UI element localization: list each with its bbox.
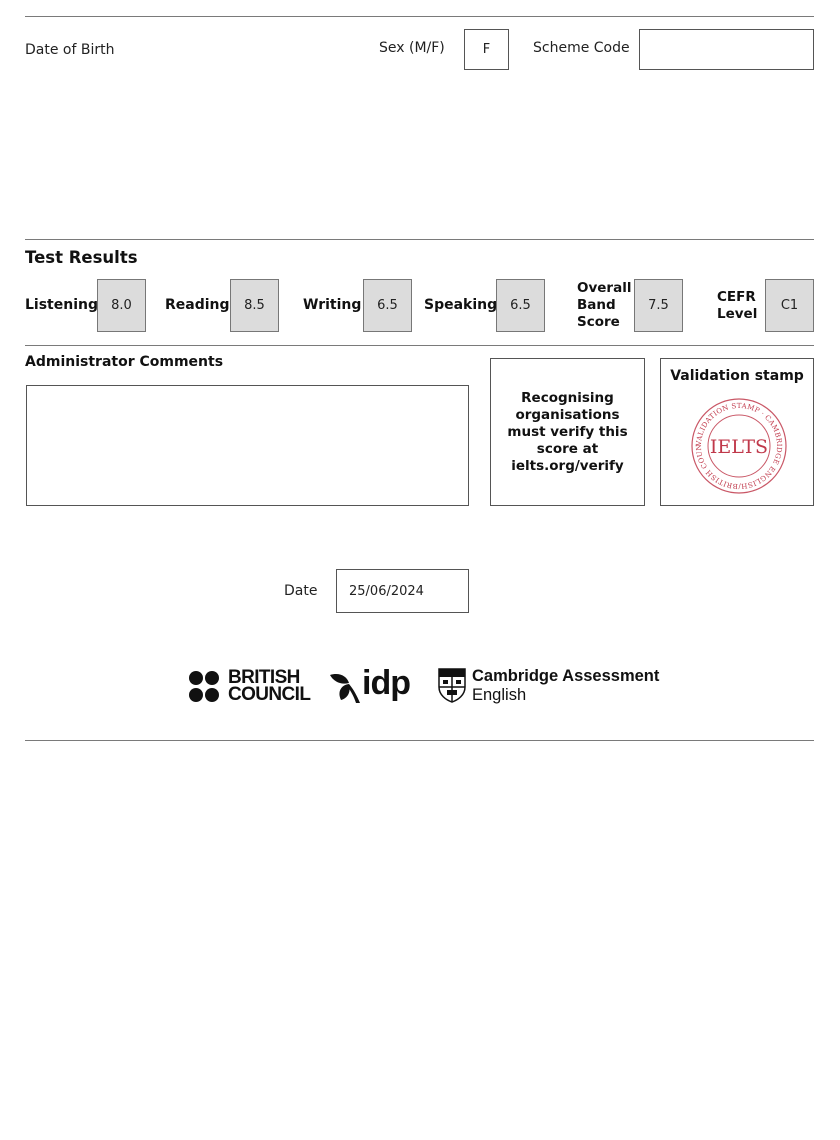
results-top-divider	[25, 239, 814, 240]
administrator-comments-field[interactable]	[26, 385, 469, 506]
overall-band-score: 7.5	[634, 279, 683, 332]
idp-logo: idp	[327, 664, 417, 707]
date-label: Date	[284, 583, 318, 599]
date-of-birth-label: Date of Birth	[25, 42, 115, 58]
overall-band-label: Overall Band Score	[577, 280, 631, 331]
cambridge-line-2: English	[472, 686, 527, 704]
validation-stamp-heading: Validation stamp	[670, 368, 804, 384]
cambridge-shield-icon	[438, 668, 466, 703]
overall-label-line-2: Band	[577, 297, 616, 313]
british-council-line-2: COUNCIL	[228, 684, 311, 705]
bottom-divider	[25, 740, 814, 741]
date-field[interactable]: 25/06/2024	[336, 569, 469, 613]
verify-notice-text: Recognising organisations must verify th…	[507, 389, 628, 474]
speaking-label: Speaking	[424, 297, 498, 313]
administrator-comments-heading: Administrator Comments	[25, 354, 224, 370]
stamp-center-text: IELTS	[710, 436, 768, 458]
cambridge-line-1: Cambridge Assessment	[472, 667, 660, 685]
verify-notice-box: Recognising organisations must verify th…	[490, 358, 645, 506]
scheme-code-field[interactable]	[639, 29, 814, 70]
british-council-logo: BRITISH COUNCIL	[188, 667, 311, 705]
reading-label: Reading	[165, 297, 230, 313]
cefr-level-score: C1	[765, 279, 814, 332]
cefr-level-label: CEFR Level	[717, 289, 757, 323]
test-results-heading: Test Results	[25, 248, 138, 267]
writing-score: 6.5	[363, 279, 412, 332]
listening-score: 8.0	[97, 279, 146, 332]
results-bottom-divider	[25, 345, 814, 346]
overall-label-line-1: Overall	[577, 280, 632, 296]
cefr-label-line-2: Level	[717, 306, 758, 322]
cefr-label-line-1: CEFR	[717, 289, 756, 305]
sex-label: Sex (M/F)	[379, 40, 445, 56]
british-council-dots-icon	[189, 671, 219, 702]
sex-field[interactable]: F	[464, 29, 509, 70]
listening-label: Listening	[25, 297, 98, 313]
cambridge-assessment-logo: Cambridge Assessment English	[437, 667, 660, 707]
overall-label-line-3: Score	[577, 314, 620, 330]
reading-score: 8.5	[230, 279, 279, 332]
speaking-score: 6.5	[496, 279, 545, 332]
idp-text: idp	[362, 664, 411, 702]
writing-label: Writing	[303, 297, 362, 313]
ielts-validation-stamp: VALIDATION STAMP · CAMBRIDGE ENGLISH/BRI…	[690, 397, 787, 494]
british-council-line-1: BRITISH	[228, 667, 300, 688]
idp-leaf-icon	[330, 673, 360, 703]
top-divider	[25, 16, 814, 17]
scheme-code-label: Scheme Code	[533, 40, 630, 56]
date-value: 25/06/2024	[349, 583, 424, 599]
validation-stamp-box: Validation stamp VALIDATION STAMP · CAMB…	[660, 358, 814, 506]
